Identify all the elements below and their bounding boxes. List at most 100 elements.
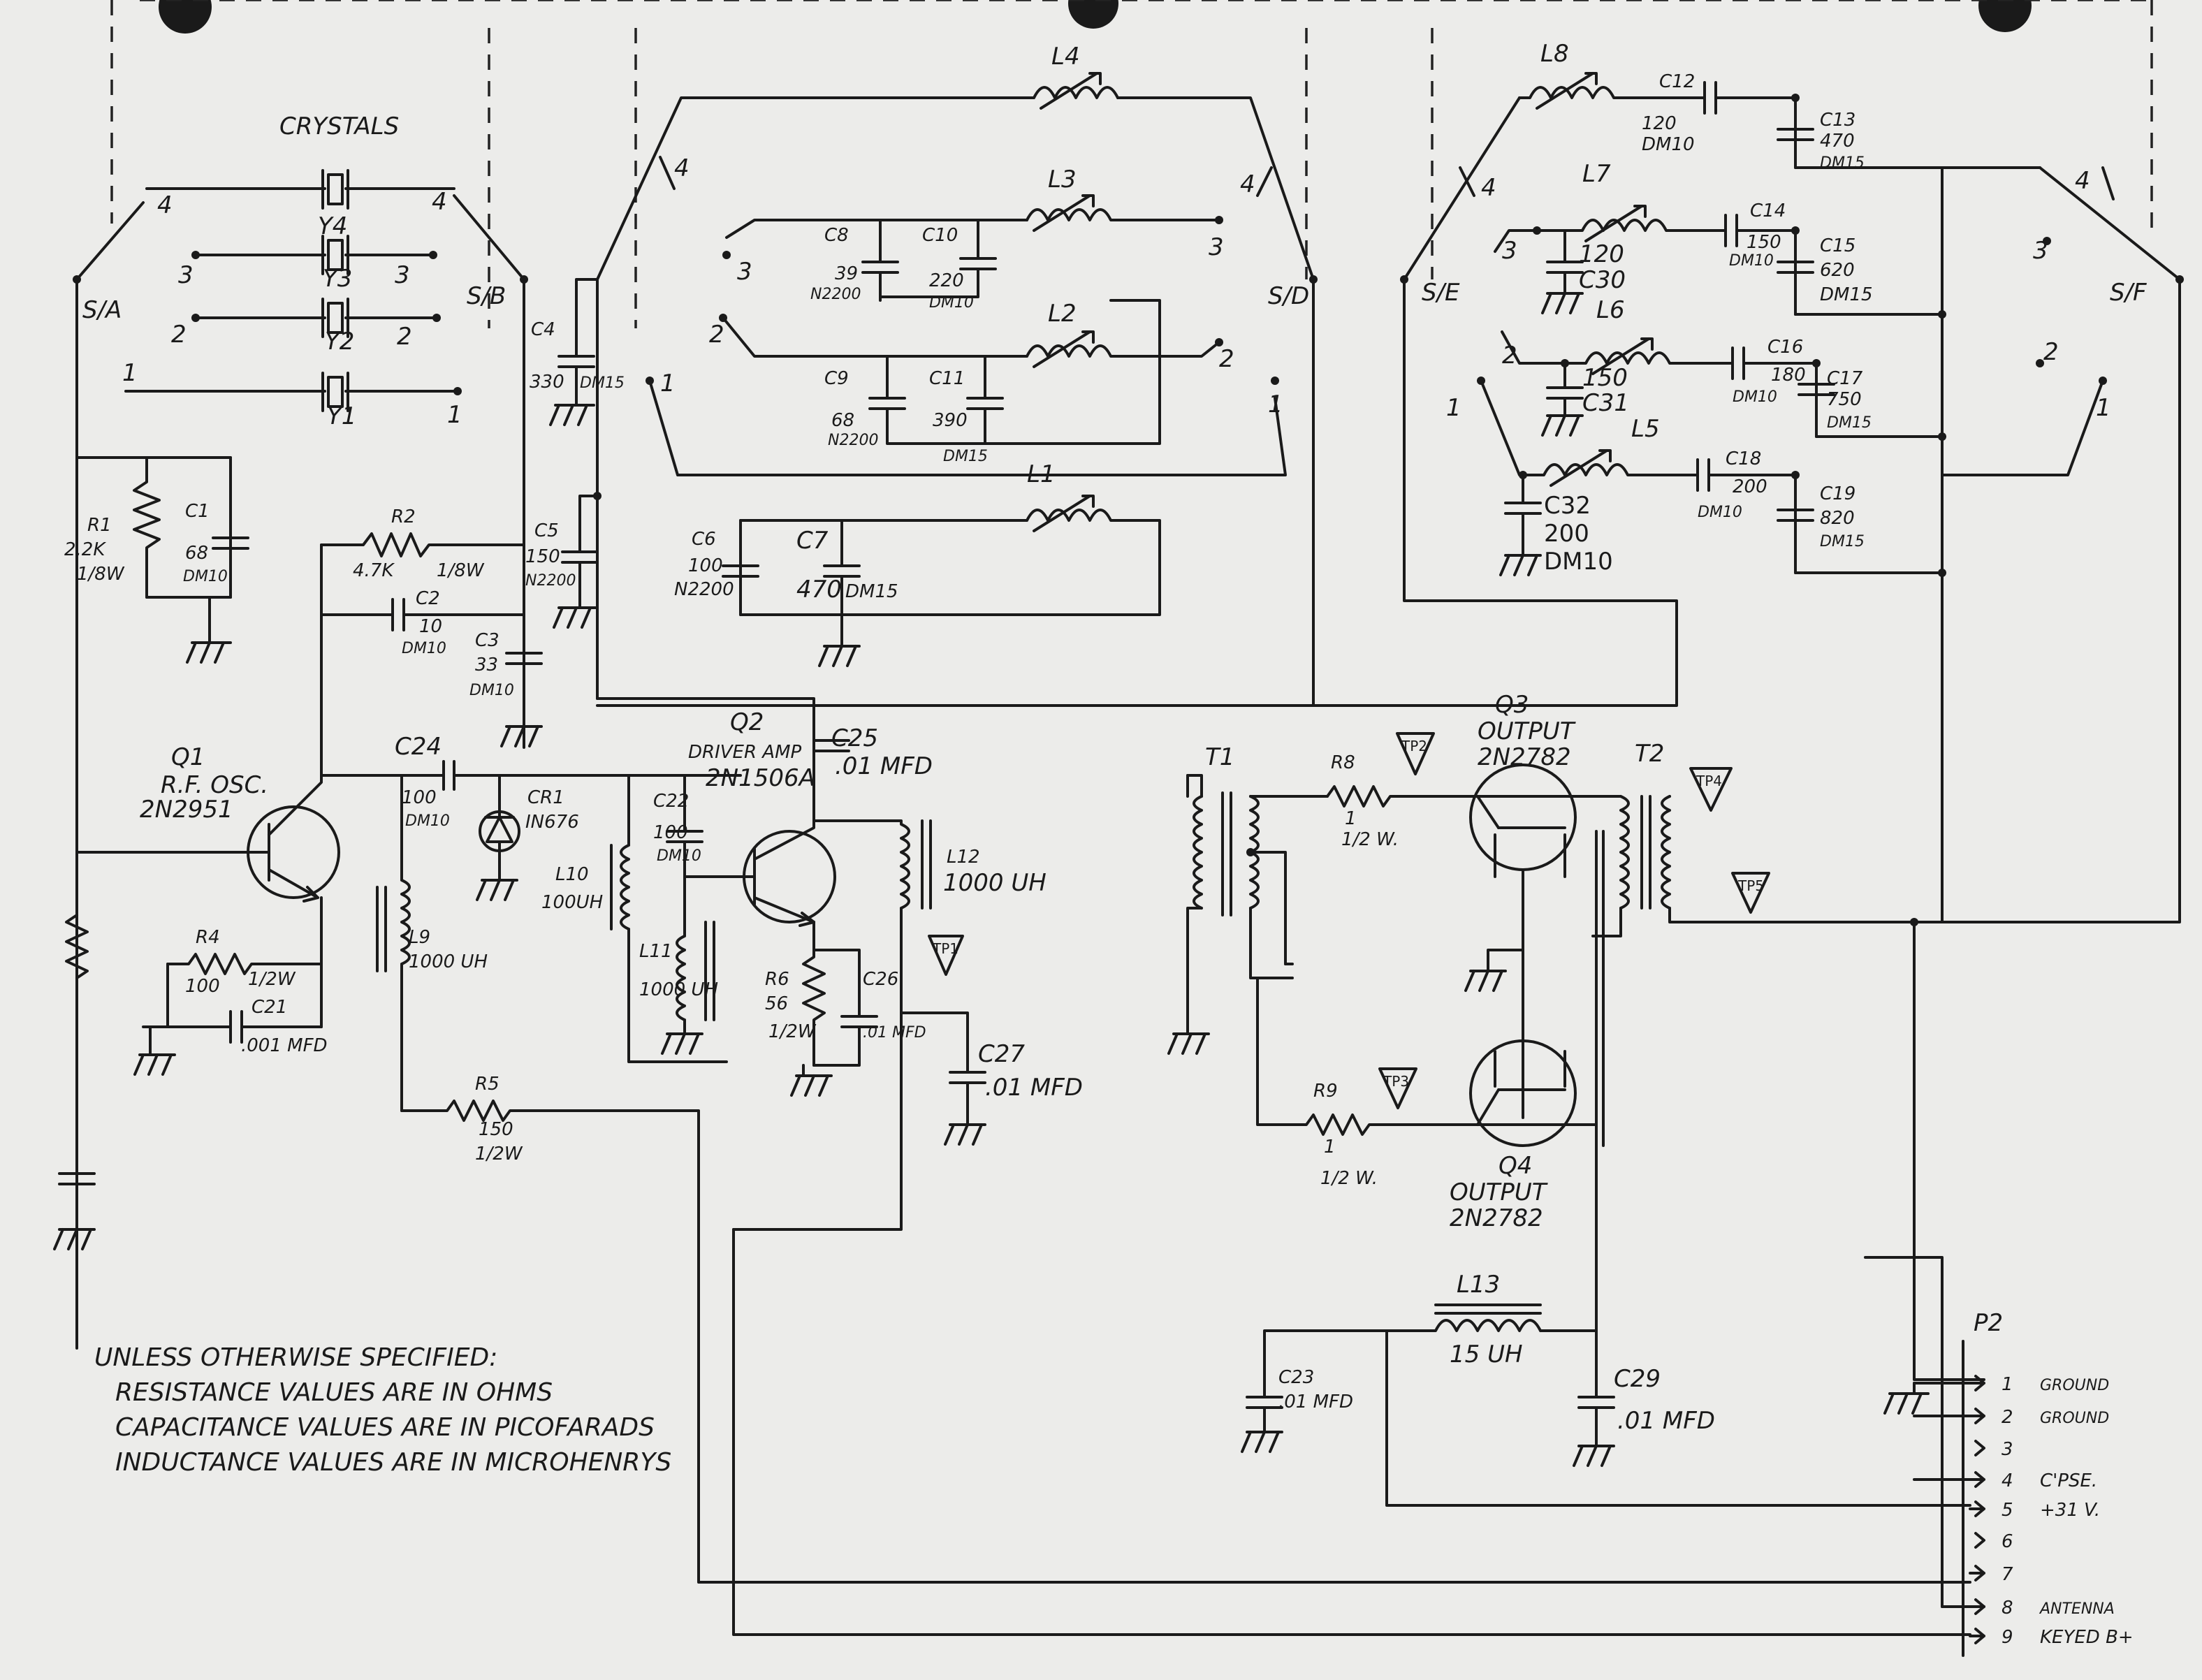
p2-pin-8-num: 8 [2002, 1598, 2013, 1619]
s1a-pos3: 3 [178, 261, 194, 289]
q1-role: R.F. OSC. [161, 771, 268, 799]
r6-value: 56 [765, 993, 788, 1014]
r9-ref: R9 [1313, 1081, 1338, 1102]
capacitor-c8: C8 39 N2200 [722, 219, 1028, 303]
l13-value: 15 UH [1450, 1341, 1523, 1368]
transformer-t1: T1 [1186, 743, 1329, 1035]
c27-ref: C27 [978, 1040, 1025, 1068]
test-point-tp5: TP5 [1731, 872, 1770, 914]
c25-value: .01 MFD [835, 752, 933, 780]
ground-left [53, 1228, 96, 1250]
l10-ref: L10 [555, 864, 589, 885]
tp5-label: TP5 [1737, 877, 1764, 894]
s1b-pos3: 3 [395, 261, 410, 289]
r2-value: 4.7K [353, 560, 395, 581]
c31-value: 150 [1582, 364, 1628, 392]
t1-label: T1 [1205, 743, 1234, 771]
c25-ref: C25 [831, 724, 878, 752]
capacitor-c1: C1 68 DM10 [145, 456, 249, 644]
cr1-ref: CR1 [527, 787, 564, 808]
switch-s1e: S/E [1312, 96, 1678, 707]
c12-ref: C12 [1659, 71, 1695, 92]
switch-s1e-label: S/E [1422, 279, 1460, 307]
c11-type: DM15 [943, 448, 988, 465]
ground-c32 [1499, 554, 1542, 576]
r4-rating: 1/2W [248, 969, 296, 990]
capacitor-c31: 150 C31 [1546, 362, 1629, 417]
crystal-y3: Y3 3 3 [178, 235, 437, 293]
s1c-pos4: 4 [674, 154, 690, 182]
r9-value: 1 [1324, 1137, 1336, 1157]
q2-role: DRIVER AMP [688, 742, 802, 763]
c27-value: .01 MFD [985, 1074, 1083, 1102]
s1e-pos4: 4 [1481, 174, 1496, 202]
resistor-r5: R5 150 1/2W [400, 1074, 1971, 1584]
q4-role: OUTPUT [1450, 1178, 1548, 1206]
c9-type: N2200 [828, 432, 878, 449]
l13-ref: L13 [1457, 1271, 1500, 1299]
shield-partitions [110, 0, 2153, 328]
c17-value: 750 [1827, 389, 1862, 410]
c23-value: .01 MFD [1278, 1392, 1353, 1412]
capacitor-c16: C16 180 DM10 [1733, 337, 1806, 406]
resistor-r6: R6 56 1/2W [765, 949, 826, 1067]
crystal-y3-label: Y3 [323, 265, 352, 293]
p2-pin-4-label: C'PSE. [2040, 1470, 2097, 1491]
q4-ref: Q4 [1499, 1152, 1532, 1180]
capacitor-c26: C26 .01 MFD [812, 949, 926, 1067]
l1-ref: L1 [1027, 460, 1056, 488]
transistor-q3: Q3 OUTPUT 2N2782 [1469, 691, 1577, 1119]
s1d-pos4: 4 [1240, 170, 1255, 198]
p2-pin-5: 5 +31 V. [1969, 1500, 2100, 1521]
p2-pin-1-label: GROUND [2040, 1377, 2109, 1394]
c2-type: DM10 [402, 640, 446, 657]
s1e-pos3: 3 [1502, 237, 1517, 265]
s1e-pos1: 1 [1446, 394, 1461, 422]
switch-s1f: S/F [1913, 166, 2184, 923]
p2-pin-3-num: 3 [2002, 1439, 2013, 1460]
inductor-l4: L4 [1012, 43, 1119, 110]
s1f-pos4: 4 [2075, 167, 2090, 195]
capacitor-c27: C27 .01 MFD [732, 1011, 1083, 1231]
c18-type: DM10 [1698, 504, 1742, 521]
s1f-pos3: 3 [2033, 237, 2048, 265]
ground-l11 [661, 1032, 703, 1055]
p2-pin-8: 8 ANTENNA [1941, 1598, 2115, 1619]
c14-value: 150 [1747, 232, 1781, 253]
l5-ref: L5 [1631, 415, 1660, 443]
r5-rating: 1/2W [475, 1144, 523, 1164]
capacitor-c20 [58, 1172, 96, 1231]
inductor-l11: L11 1000 UH [639, 875, 749, 1035]
capacitor-c21: C21 .001 MFD [166, 997, 328, 1056]
c32-type: DM10 [1544, 548, 1613, 576]
c24-value: 100 [402, 787, 437, 808]
r9-rating: 1/2 W. [1320, 1168, 1378, 1189]
c19-ref: C19 [1820, 483, 1855, 504]
q3-role: OUTPUT [1478, 717, 1576, 745]
p2-pin-5-num: 5 [2002, 1500, 2013, 1521]
c2-value: 10 [419, 616, 442, 637]
c13-type: DM15 [1820, 154, 1865, 172]
transistor-q2: Q2 DRIVER AMP 2N1506A [688, 708, 836, 951]
c32-value: 200 [1544, 520, 1589, 548]
s1d-pos1: 1 [1268, 390, 1283, 418]
inductor-l7: L7 3 3 [1494, 160, 2051, 316]
c8-value: 39 [835, 263, 858, 284]
p2-pin-7-num: 7 [2002, 1564, 2013, 1585]
c29-ref: C29 [1614, 1365, 1661, 1393]
r1-ref: R1 [87, 515, 112, 536]
q2-part: 2N1506A [706, 764, 815, 792]
c10-ref: C10 [922, 225, 958, 246]
mounting-holes [159, 0, 2032, 34]
s1f-pos2: 2 [2043, 338, 2059, 366]
capacitor-c12: C12 120 DM10 [1642, 71, 1695, 155]
s1e-pos2: 2 [1502, 342, 1517, 370]
q2-ref: Q2 [730, 708, 764, 736]
c5-ref: C5 [534, 520, 559, 541]
c32-ref: C32 [1544, 492, 1591, 520]
q4-part: 2N2782 [1450, 1204, 1543, 1232]
switch-s1a-label: S/A [82, 296, 122, 324]
c7-ref: C7 [796, 527, 829, 555]
c6-value: 100 [688, 555, 723, 576]
c30-value: 120 [1579, 240, 1624, 268]
